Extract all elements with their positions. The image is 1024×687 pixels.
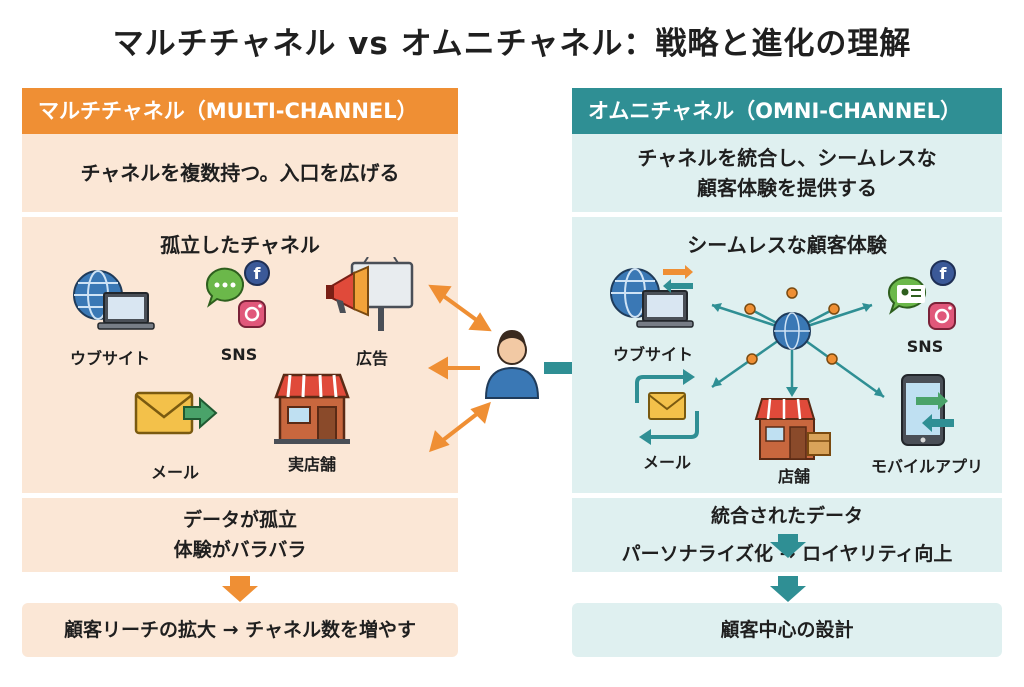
footer-integrated-data: 統合されたデータ — [710, 505, 863, 527]
omni-channel-store-label: 店舗 — [777, 467, 810, 486]
right-down-arrow-icon — [770, 576, 806, 602]
channel-sns: f SNS — [194, 257, 284, 364]
channel-store-label: 実店舗 — [287, 455, 336, 474]
isolated-channels-title: 孤立したチャネル — [160, 233, 320, 257]
omni-channel-app: モバイルアプリ — [860, 373, 994, 477]
footer-data-isolated: データが孤立 — [182, 509, 297, 531]
omnichannel-header: オムニチャネル（OMNI-CHANNEL） — [572, 88, 1002, 134]
omni-channel-app-label: モバイルアプリ — [870, 457, 983, 476]
seamless-experience-title: シームレスな顧客体験 — [687, 233, 887, 257]
channel-web: ウブサイト — [60, 265, 160, 369]
omni-channel-store: 店舗 — [752, 395, 836, 487]
mail-icon — [134, 391, 218, 435]
left-arrows-icon — [427, 284, 492, 453]
multichannel-conclusion: 顧客リーチの拡大 → チャネル数を増やす — [22, 603, 458, 657]
omni-channel-web-label: ウブサイト — [612, 345, 693, 364]
channel-web-label: ウブサイト — [69, 349, 150, 368]
omnichannel-panel: オムニチャネル（OMNI-CHANNEL） チャネルを統合し、シームレスな 顧客… — [572, 88, 1002, 572]
omni-channel-web: ウブサイト — [598, 261, 708, 365]
store-box-icon — [754, 398, 831, 460]
omnichannel-body: シームレスな顧客体験 — [572, 217, 1002, 493]
hub-globe-icon — [773, 312, 811, 350]
website-icon — [73, 270, 155, 330]
mobile-app-icon — [901, 374, 954, 446]
multichannel-body: 孤立したチャネル ウブサイト f — [22, 217, 458, 493]
multichannel-subtitle: チャネルを複数持つ。入口を広げる — [22, 134, 458, 212]
omnichannel-subtitle: チャネルを統合し、シームレスな 顧客体験を提供する — [572, 134, 1002, 212]
multichannel-footer: データが孤立 体験がバラバラ — [22, 498, 458, 572]
svg-text:f: f — [254, 264, 262, 283]
channel-mail-label: メール — [150, 463, 199, 482]
omni-channel-sns: f SNS — [880, 257, 970, 356]
right-inner-down-arrow-icon — [770, 534, 806, 558]
sns-profile-icon: f — [887, 260, 956, 330]
multichannel-panel: マルチチャネル（MULTI-CHANNEL） チャネルを複数持つ。入口を広げる … — [22, 88, 458, 572]
store-icon — [274, 373, 350, 444]
omni-channel-sns-label: SNS — [906, 337, 944, 356]
mail-sync-icon — [635, 369, 699, 445]
channel-sns-label: SNS — [220, 345, 258, 364]
channel-store: 実店舗 — [262, 367, 362, 475]
website-sync-icon — [610, 265, 694, 328]
omnichannel-conclusion: 顧客中心の設計 — [572, 603, 1002, 657]
channel-mail: メール — [128, 385, 222, 483]
multichannel-header: マルチチャネル（MULTI-CHANNEL） — [22, 88, 458, 134]
megaphone-billboard-icon — [326, 257, 414, 331]
omni-channel-mail: メール — [622, 369, 712, 473]
sns-icon: f — [205, 260, 270, 328]
left-down-arrow-icon — [222, 576, 258, 602]
customer-icon — [484, 330, 540, 399]
omni-channel-mail-label: メール — [642, 453, 691, 472]
page-title: マルチチャネル vs オムニチャネル：戦略と進化の理解 — [112, 26, 912, 62]
svg-text:f: f — [940, 264, 948, 283]
channel-ad: 広告 — [324, 257, 420, 369]
channel-ad-label: 広告 — [355, 349, 388, 368]
footer-experience-fragmented: 体験がバラバラ — [173, 539, 307, 561]
